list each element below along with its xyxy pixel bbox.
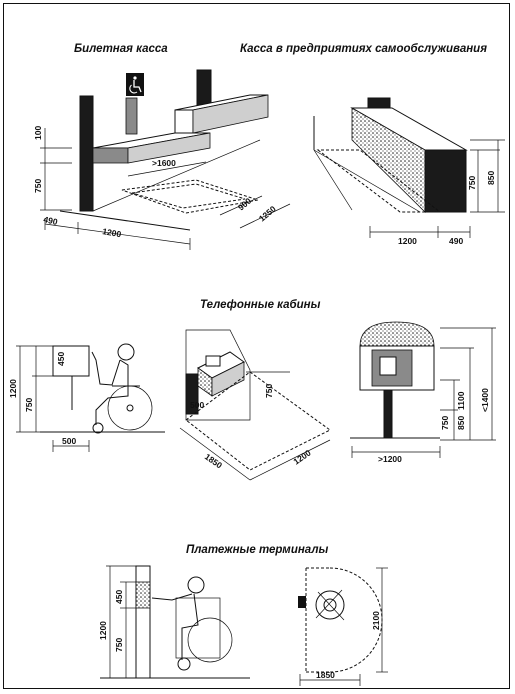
upper-counter-front xyxy=(174,109,194,134)
clear-floor-space-inner xyxy=(131,183,246,209)
person-body xyxy=(181,593,199,660)
dim-1200: 1200 xyxy=(398,236,417,246)
dim-1850: 1850 xyxy=(316,670,335,680)
wheelchair-caster xyxy=(177,657,191,671)
wheelchair-accessibility-icon xyxy=(126,73,144,96)
upper-counter-side xyxy=(192,94,269,134)
phone-side-view: 1200 450 750 500 xyxy=(8,343,165,452)
floor-wall-line xyxy=(92,139,261,212)
dim-1100: 1100 xyxy=(456,391,466,410)
dim-1200: 1200 xyxy=(98,621,108,640)
dim-850: 850 xyxy=(486,171,496,185)
terminal-side-view: 450 1200 750 xyxy=(98,565,250,679)
payment-terminals-title: Платежные терминалы xyxy=(186,544,328,556)
phone-clear-space xyxy=(185,371,331,471)
dim-750: 750 xyxy=(114,638,124,652)
phone-unit xyxy=(52,345,90,377)
dim-2100: 2100 xyxy=(371,611,381,630)
person-arm xyxy=(151,593,193,601)
wall-section xyxy=(185,373,199,415)
clear-floor-space xyxy=(121,179,259,214)
payment-terminals-diagram: Платежные терминалы 450 1200 750 xyxy=(98,544,388,686)
page-frame xyxy=(3,3,510,689)
person-head xyxy=(187,576,205,594)
person-body xyxy=(95,359,129,425)
ticket-office-diagram: Билетная касса 100 750 xyxy=(33,43,291,250)
counter-shelf-side xyxy=(127,132,211,164)
dim-500: 500 xyxy=(62,436,76,446)
dim-850: 850 xyxy=(456,416,466,430)
terminal-plan-view: 2100 1850 xyxy=(298,567,388,686)
dim-1200: >1200 xyxy=(378,454,402,464)
phone-perspective-view: 500 750 1850 1200 xyxy=(179,329,331,481)
wheelchair-caster xyxy=(92,422,104,434)
dim-1200: 1200 xyxy=(102,226,123,239)
phone-side xyxy=(211,361,245,397)
counter-shelf-front xyxy=(92,147,129,164)
dim-1600: >1600 xyxy=(152,158,176,168)
dim-490: 490 xyxy=(43,214,59,227)
booth-post xyxy=(383,389,393,439)
wall-post-right xyxy=(196,69,212,107)
dim-1200: 1200 xyxy=(8,379,18,398)
phone-booths-title: Телефонные кабины xyxy=(200,299,321,311)
dim-1250: 1250 xyxy=(257,204,278,224)
dim-750: 750 xyxy=(33,179,43,193)
dim-450: 450 xyxy=(56,352,66,366)
booth-hood-top xyxy=(359,321,435,347)
self-service-title: Касса в предприятиях самообслуживания xyxy=(240,43,487,55)
dim-1850: 1850 xyxy=(203,451,224,470)
phone-booth-hood: 1100 <1400 850 750 >1200 xyxy=(350,321,496,464)
dim-450: 450 xyxy=(114,590,124,604)
terminal-plan xyxy=(298,596,306,608)
dim-500: 500 xyxy=(190,400,204,410)
passage-clear-space xyxy=(316,149,442,213)
dim-750: 750 xyxy=(440,416,450,430)
floor-edge xyxy=(59,210,191,231)
wheelchair-wheel xyxy=(107,385,153,431)
ticket-office-title: Билетная касса xyxy=(74,43,168,55)
dim-750: 750 xyxy=(467,176,477,190)
dim-750: 750 xyxy=(24,398,34,412)
dim-490: 490 xyxy=(449,236,463,246)
person-arm xyxy=(91,351,121,386)
wheelchair-wheel xyxy=(187,617,233,663)
counter-window-panel xyxy=(125,97,138,135)
dim-750: 750 xyxy=(264,384,274,398)
self-service-diagram: Касса в предприятиях самообслуживания 75… xyxy=(240,43,505,246)
checkout-counter-end xyxy=(424,149,467,213)
terminal-panel xyxy=(135,581,151,609)
phone-booths-diagram: Телефонные кабины 1200 450 750 xyxy=(8,299,496,481)
dim-1400: <1400 xyxy=(480,388,490,412)
dim-100: 100 xyxy=(33,126,43,140)
person-head xyxy=(117,343,135,361)
cash-register xyxy=(367,97,391,109)
wall-post-left xyxy=(79,95,94,212)
